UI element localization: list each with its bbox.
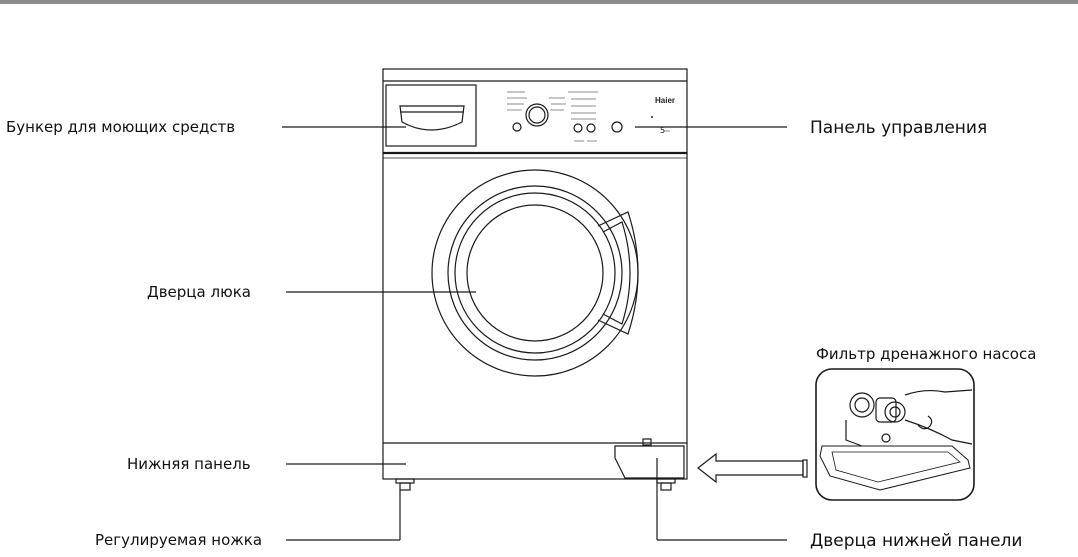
drain-filter-inset bbox=[815, 368, 975, 501]
button-c bbox=[611, 121, 623, 133]
arrow-icon bbox=[697, 452, 808, 484]
knob-small-left bbox=[512, 122, 522, 132]
label-lower-panel-door: Дверца нижней панели bbox=[810, 531, 1023, 551]
brand-logo-text: Haier bbox=[655, 96, 676, 105]
program-knob bbox=[525, 103, 549, 127]
label-lower-panel: Нижняя панель bbox=[127, 455, 251, 473]
label-detergent-drawer: Бункер для моющих средств bbox=[6, 118, 236, 136]
machine-body bbox=[382, 68, 688, 480]
capacity-mark: 5 bbox=[660, 126, 666, 135]
label-door: Дверца люка bbox=[147, 283, 251, 301]
label-control-panel: Панель управления bbox=[810, 118, 988, 138]
detergent-drawer bbox=[385, 84, 477, 147]
lower-panel-door bbox=[614, 438, 685, 479]
control-panel-graphics bbox=[507, 91, 670, 142]
button-a bbox=[573, 123, 583, 133]
label-adjustable-foot: Регулируемая ножка bbox=[95, 531, 263, 549]
leader-lines bbox=[282, 126, 787, 541]
button-b bbox=[586, 123, 596, 133]
adjustable-feet bbox=[395, 478, 676, 491]
door-graphics bbox=[431, 169, 639, 377]
top-rule bbox=[0, 0, 1078, 4]
label-drain-filter: Фильтр дренажного насоса bbox=[816, 345, 1037, 363]
